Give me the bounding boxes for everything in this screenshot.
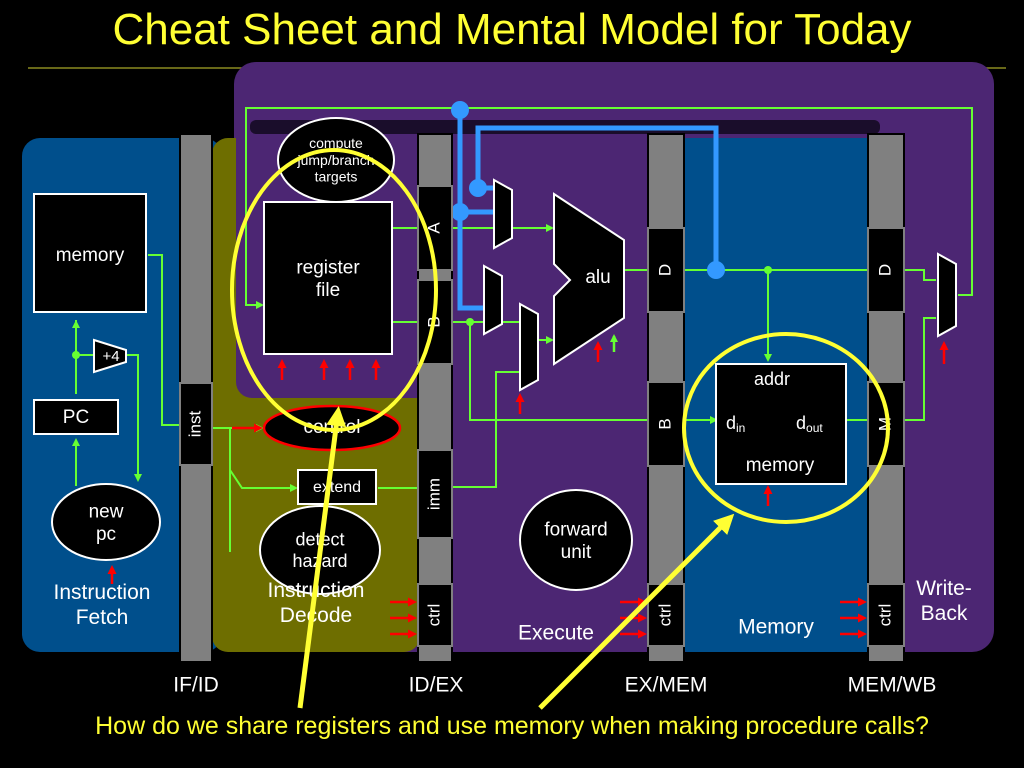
pipeline-register-if-id: inst bbox=[179, 133, 213, 663]
pipeline-register-ex-mem: D B ctrl bbox=[647, 133, 685, 663]
data-memory bbox=[715, 363, 847, 485]
ex-mem-label: EX/MEM bbox=[625, 674, 708, 697]
writeback-stage-label: Write-Back bbox=[916, 577, 972, 625]
data-wires bbox=[72, 224, 936, 552]
control-label: control bbox=[303, 417, 360, 438]
execute-stage-label: Execute bbox=[518, 622, 594, 645]
decode-stage-label: InstructionDecode bbox=[268, 579, 365, 627]
mem-wb-label: MEM/WB bbox=[848, 674, 937, 697]
extend-label: extend bbox=[313, 479, 361, 496]
forward-unit bbox=[519, 489, 633, 591]
b-field: B bbox=[655, 418, 674, 429]
data-memory-label: memory bbox=[746, 455, 815, 476]
id-ex-label: ID/EX bbox=[409, 674, 464, 697]
bypass-dot bbox=[451, 203, 469, 221]
data-memory-pointer-arrow bbox=[538, 513, 735, 710]
pipeline-register-id-ex: A B imm ctrl bbox=[417, 133, 453, 663]
alu-label: alu bbox=[585, 267, 610, 288]
forward-mux-a bbox=[493, 178, 513, 250]
instruction-memory-label: memory bbox=[56, 245, 125, 266]
bypass-dot bbox=[707, 261, 725, 279]
dout-label: dout bbox=[796, 413, 823, 435]
junction-dot bbox=[764, 266, 772, 274]
pc-register bbox=[33, 399, 119, 435]
slide-question: How do we share registers and use memory… bbox=[95, 712, 929, 740]
pc-label: PC bbox=[63, 407, 89, 428]
addr-label: addr bbox=[754, 369, 790, 389]
din-label: din bbox=[726, 413, 745, 435]
sign-extend bbox=[297, 469, 377, 505]
instruction-memory bbox=[33, 193, 147, 313]
writeback-mux bbox=[937, 252, 957, 338]
if-id-label: IF/ID bbox=[173, 674, 219, 697]
control-signal-arrows bbox=[107, 341, 949, 639]
alu-src-mux bbox=[519, 302, 539, 392]
new-pc-block bbox=[51, 483, 161, 561]
ctrl-field: ctrl bbox=[424, 604, 443, 627]
bypass-dot bbox=[451, 101, 469, 119]
pc-adder bbox=[93, 338, 127, 374]
d-field: D bbox=[875, 264, 894, 276]
alu bbox=[553, 192, 625, 366]
register-file bbox=[263, 201, 393, 355]
slide-title: Cheat Sheet and Mental Model for Today bbox=[112, 5, 912, 54]
adder-label: +4 bbox=[102, 348, 119, 365]
ctrl-field: ctrl bbox=[875, 604, 894, 627]
m-field: M bbox=[875, 417, 894, 431]
pipeline-register-mem-wb: D M ctrl bbox=[867, 133, 905, 663]
inst-field: inst bbox=[185, 411, 204, 438]
forward-mux-b bbox=[483, 264, 503, 336]
junction-dot bbox=[72, 351, 80, 359]
junction-dot bbox=[466, 318, 474, 326]
memory-stage-label: Memory bbox=[738, 616, 814, 639]
writeback-loop-wire bbox=[245, 107, 973, 309]
register-file-pointer-arrow bbox=[297, 406, 347, 709]
ctrl-field: ctrl bbox=[655, 604, 674, 627]
imm-field: imm bbox=[424, 478, 443, 510]
d-field: D bbox=[655, 264, 674, 276]
bypass-dot bbox=[469, 179, 487, 197]
data-memory-highlight bbox=[682, 332, 890, 524]
a-field: A bbox=[424, 222, 443, 234]
